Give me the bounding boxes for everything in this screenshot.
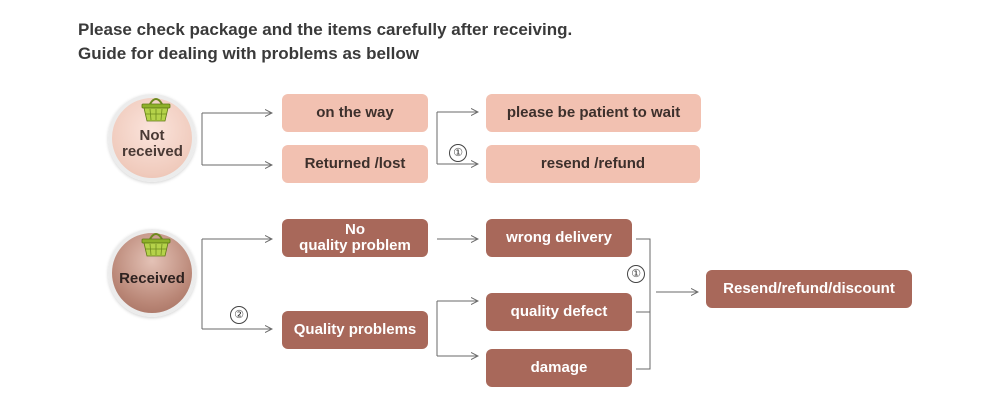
not-received-circle: Not received bbox=[108, 94, 196, 182]
received-circle: Received bbox=[108, 229, 196, 317]
wrong-delivery-label: wrong delivery bbox=[506, 229, 612, 246]
step-marker-two: ② bbox=[230, 306, 248, 324]
received-label: Received bbox=[119, 270, 185, 287]
no-quality-line-2: quality problem bbox=[299, 237, 411, 254]
not-received-label: Not received bbox=[122, 127, 183, 160]
quality-problems-label: Quality problems bbox=[293, 321, 417, 338]
basket-icon bbox=[141, 98, 171, 122]
instructions-line-1: Please check package and the items caref… bbox=[78, 20, 573, 39]
instructions-header: Please check package and the items caref… bbox=[78, 18, 572, 66]
no-quality-line-1: No bbox=[345, 221, 365, 238]
damage-label: damage bbox=[530, 359, 588, 376]
patient-wait-box: please be patient to wait bbox=[486, 94, 701, 132]
on-the-way-box: on the way bbox=[282, 94, 428, 132]
returned-lost-label: Returned /lost bbox=[304, 155, 406, 172]
resend-refund-discount-box: Resend/refund/discount bbox=[706, 270, 912, 308]
patient-wait-label: please be patient to wait bbox=[506, 104, 681, 121]
instructions-line-2: Guide for dealing with problems as bello… bbox=[78, 44, 419, 63]
resend-refund-box: resend /refund bbox=[486, 145, 700, 183]
quality-defect-label: quality defect bbox=[510, 303, 608, 320]
resend-refund-label: resend /refund bbox=[540, 155, 646, 172]
basket-icon bbox=[141, 233, 171, 257]
damage-box: damage bbox=[486, 349, 632, 387]
no-quality-problem-box: No quality problem bbox=[282, 219, 428, 257]
quality-defect-box: quality defect bbox=[486, 293, 632, 331]
resend-refund-discount-label: Resend/refund/discount bbox=[723, 280, 895, 297]
step-marker-one: ① bbox=[449, 144, 467, 162]
quality-problems-box: Quality problems bbox=[282, 311, 428, 349]
on-the-way-label: on the way bbox=[316, 104, 394, 121]
wrong-delivery-box: wrong delivery bbox=[486, 219, 632, 257]
step-marker-one: ① bbox=[627, 265, 645, 283]
returned-lost-box: Returned /lost bbox=[282, 145, 428, 183]
